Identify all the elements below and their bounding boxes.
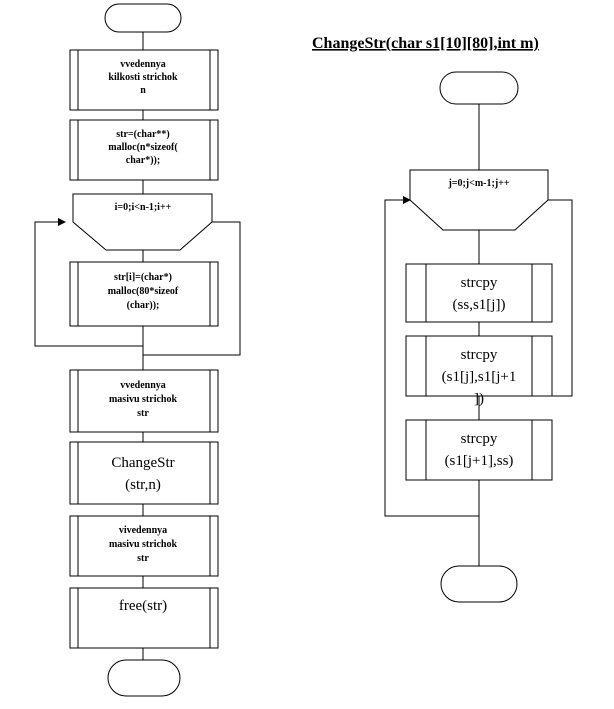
process-text-line: str=(char**) [116, 129, 169, 140]
loop-hexagon-j: j=0;j<m-1;j++ [409, 169, 549, 231]
loop-back-arrow [34, 218, 143, 347]
process-call-changestr: ChangeStr (str,n) [69, 441, 219, 505]
process-input-array: vvedennya masivu strichok str [69, 369, 219, 433]
process-text-line: masivu strichok [109, 539, 178, 550]
process-strcpy-next: strcpy (s1[j],s1[j+1 ]) [405, 335, 553, 407]
process-text-line: malloc(n*sizeof( [108, 142, 178, 153]
sub-end-terminal [440, 565, 518, 603]
process-text-line: malloc(80*sizeof [108, 286, 179, 297]
process-strcpy-from-temp: strcpy (s1[j+1],ss) [405, 419, 553, 481]
process-text-line: char*)); [126, 155, 160, 166]
process-text-line: masivu strichok [109, 394, 178, 405]
process-text-line: str [137, 553, 149, 564]
process-text-line: (str,n) [125, 477, 161, 493]
process-alloc-row: str[i]=(char*) malloc(80*sizeof (char)); [69, 261, 219, 327]
main-flowchart: vvedennya kilkosti strichok n str=(char*… [34, 3, 241, 697]
subroutine-flowchart: ChangeStr(char s1[10][80],int m) j=0;j<m… [312, 35, 573, 603]
process-text-line: vvedennya [120, 59, 166, 70]
process-strcpy-temp: strcpy (ss,s1[j]) [405, 263, 553, 323]
process-alloc-array: str=(char**) malloc(n*sizeof( char*)); [69, 119, 219, 181]
loop-back-arrow [384, 196, 479, 517]
loop-exit-line [143, 221, 241, 356]
process-free: free(str) [69, 587, 219, 649]
main-end-terminal [107, 659, 181, 697]
process-text-line: vivedennya [119, 525, 167, 536]
process-text-line: free(str) [119, 598, 167, 614]
process-text-line: strcpy [461, 431, 498, 447]
process-text-line: ]) [474, 391, 484, 407]
process-text-line: str[i]=(char*) [114, 272, 172, 283]
loop-hexagon-i: i=0;i<n-1;i++ [72, 193, 213, 251]
process-text-line: strcpy [461, 347, 498, 363]
process-text-line: kilkosti strichok [108, 72, 178, 83]
process-text-line: (s1[j+1],ss) [445, 453, 514, 469]
main-start-terminal [104, 3, 182, 33]
process-input-count: vvedennya kilkosti strichok n [69, 49, 219, 111]
process-text-line: n [140, 85, 146, 96]
subroutine-title: ChangeStr(char s1[10][80],int m) [312, 35, 539, 52]
process-text-line: (char)); [127, 300, 160, 311]
process-text-line: (s1[j],s1[j+1 [442, 369, 517, 385]
loop-condition-text: i=0;i<n-1;i++ [115, 202, 172, 213]
process-text-line: (ss,s1[j]) [453, 297, 506, 313]
loop-condition-text: j=0;j<m-1;j++ [447, 178, 509, 189]
process-text-line: vvedennya [120, 380, 166, 391]
sub-start-terminal [439, 71, 519, 105]
process-text-line: ChangeStr [111, 455, 174, 471]
process-text-line: strcpy [461, 275, 498, 291]
process-text-line: str [137, 408, 149, 419]
process-output-array: vivedennya masivu strichok str [69, 515, 219, 577]
